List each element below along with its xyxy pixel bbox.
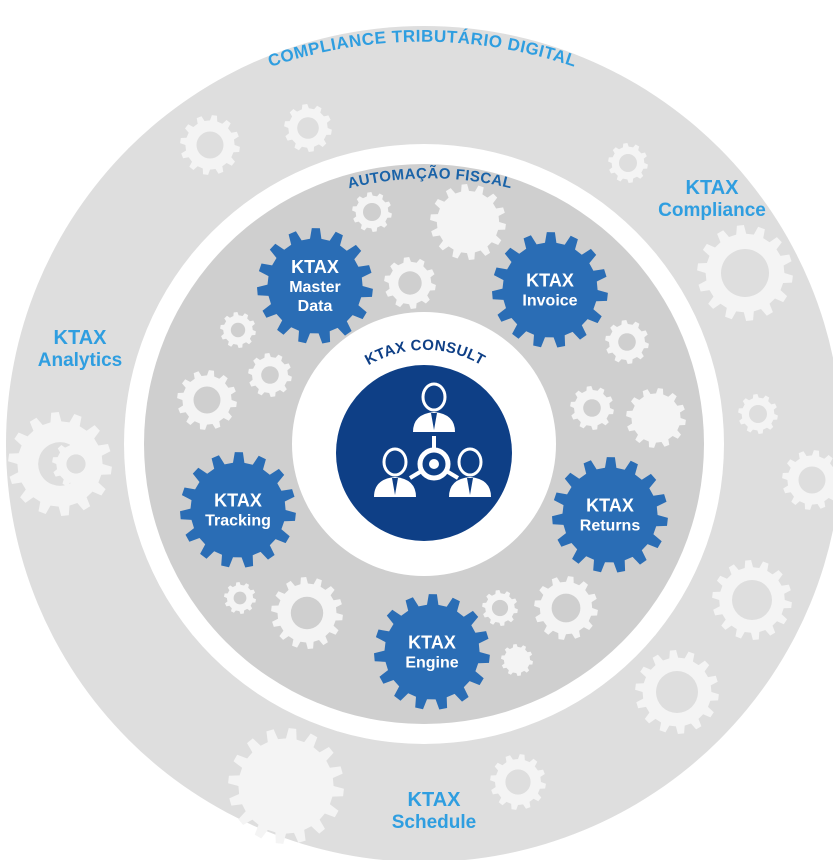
module-gears: KTAXMasterDataKTAXInvoiceKTAXTrackingKTA…	[180, 228, 668, 710]
decorative-gear	[384, 257, 436, 309]
decorative-gear	[430, 184, 506, 260]
module-ktax-compliance: KTAX Compliance	[658, 177, 766, 221]
decorative-gear	[248, 353, 292, 397]
module-gear-label: Invoice	[522, 293, 577, 310]
decorative-gear	[482, 590, 518, 626]
module-gear-master-data	[257, 228, 373, 344]
decorative-gear	[490, 754, 546, 810]
module-gear-label: Tracking	[205, 513, 271, 530]
decorative-gear	[782, 450, 833, 510]
decorative-gear	[501, 644, 533, 676]
module-gear-label: KTAX	[526, 271, 574, 291]
module-ktax-analytics: KTAX Analytics	[38, 327, 122, 371]
module-gear-engine	[374, 594, 490, 710]
decorative-gears-outer	[8, 104, 833, 844]
decorative-gear	[177, 370, 237, 430]
module-label-line: KTAX	[408, 789, 462, 811]
module-label-line: Analytics	[38, 350, 122, 371]
decorative-gear	[738, 394, 778, 434]
module-gear-label: Returns	[580, 518, 641, 535]
decorative-gear	[180, 115, 240, 175]
module-label-line: KTAX	[54, 327, 108, 349]
decorative-gear	[224, 582, 256, 614]
module-label-line: Schedule	[392, 812, 476, 833]
decorative-gear	[697, 225, 793, 321]
module-gear-tracking	[180, 452, 296, 568]
module-ktax-schedule: KTAX Schedule	[392, 789, 476, 833]
decorative-gear	[352, 192, 392, 232]
module-gear-label: Engine	[405, 655, 458, 672]
decorative-gear	[626, 388, 686, 448]
module-gear-label: KTAX	[586, 496, 634, 516]
decorative-gears-middle	[177, 184, 686, 676]
decorative-gear	[284, 104, 332, 152]
decorative-gear	[228, 728, 344, 844]
decorative-gear	[608, 143, 648, 183]
decorative-gear	[712, 560, 792, 640]
module-gear-label: Data	[298, 298, 333, 315]
decorative-gear	[52, 440, 100, 488]
decorative-gear	[534, 576, 598, 640]
module-label-line: KTAX	[686, 177, 740, 199]
module-gear-label: KTAX	[214, 491, 262, 511]
module-gear-label: Master	[289, 279, 341, 296]
decorative-gear	[570, 386, 614, 430]
module-gear-invoice	[492, 232, 608, 348]
people-network-icon	[374, 382, 491, 497]
module-gear-label: KTAX	[291, 257, 339, 277]
module-gear-returns	[552, 457, 668, 573]
decorative-gear	[271, 577, 343, 649]
module-gear-label: KTAX	[408, 633, 456, 653]
decorative-gear	[605, 320, 649, 364]
decorative-gear	[635, 650, 719, 734]
decorative-gear	[220, 312, 256, 348]
module-label-line: Compliance	[658, 200, 766, 221]
